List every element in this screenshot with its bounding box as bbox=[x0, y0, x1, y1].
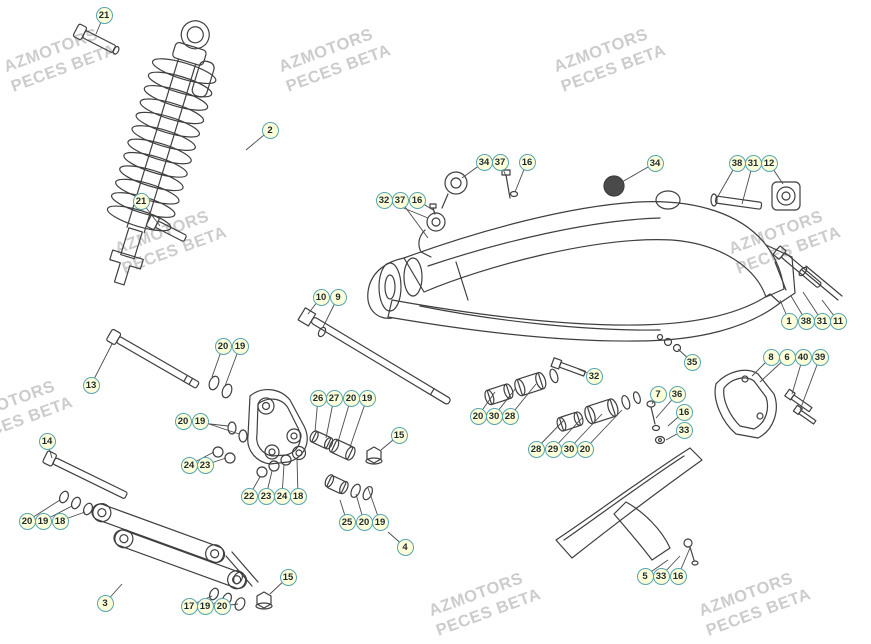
callout-1[interactable]: 1 bbox=[780, 312, 798, 330]
callout-4[interactable]: 4 bbox=[396, 538, 414, 556]
callout-19[interactable]: 19 bbox=[231, 337, 249, 355]
callout-19[interactable]: 19 bbox=[34, 512, 52, 530]
callout-11[interactable]: 11 bbox=[829, 312, 847, 330]
callout-20[interactable]: 20 bbox=[342, 389, 360, 407]
callout-9[interactable]: 9 bbox=[329, 288, 347, 306]
callout-18[interactable]: 18 bbox=[289, 487, 307, 505]
callout-20[interactable]: 20 bbox=[213, 597, 231, 615]
callout-20[interactable]: 20 bbox=[355, 513, 373, 531]
callout-19[interactable]: 19 bbox=[196, 597, 214, 615]
chain-slider bbox=[555, 447, 703, 566]
callout-22[interactable]: 22 bbox=[240, 487, 258, 505]
shock-top-bolt bbox=[72, 23, 120, 55]
callout-31[interactable]: 31 bbox=[744, 154, 762, 172]
callout-21[interactable]: 21 bbox=[95, 6, 113, 24]
callout-31[interactable]: 31 bbox=[813, 312, 831, 330]
pivot-shaft-and-nut bbox=[710, 181, 801, 211]
callout-20[interactable]: 20 bbox=[214, 337, 232, 355]
linkage-washers bbox=[256, 445, 307, 478]
callout-27[interactable]: 27 bbox=[325, 389, 343, 407]
callout-20[interactable]: 20 bbox=[18, 512, 36, 530]
callout-18[interactable]: 18 bbox=[51, 512, 69, 530]
callout-26[interactable]: 26 bbox=[309, 389, 327, 407]
callout-8[interactable]: 8 bbox=[762, 348, 780, 366]
callout-19[interactable]: 19 bbox=[191, 412, 209, 430]
callout-17[interactable]: 17 bbox=[180, 597, 198, 615]
callout-13[interactable]: 13 bbox=[82, 376, 100, 394]
callout-28[interactable]: 28 bbox=[501, 407, 519, 425]
callout-19[interactable]: 19 bbox=[371, 513, 389, 531]
fasteners-7-36 bbox=[646, 400, 666, 445]
callout-20[interactable]: 20 bbox=[174, 412, 192, 430]
callout-37[interactable]: 37 bbox=[491, 153, 509, 171]
callout-3[interactable]: 3 bbox=[96, 594, 114, 612]
callout-12[interactable]: 12 bbox=[760, 154, 778, 172]
washers-35 bbox=[656, 333, 682, 353]
callout-2[interactable]: 2 bbox=[261, 121, 279, 139]
callout-34[interactable]: 34 bbox=[475, 153, 493, 171]
callout-6[interactable]: 6 bbox=[778, 348, 796, 366]
callout-38[interactable]: 38 bbox=[728, 154, 746, 172]
callout-23[interactable]: 23 bbox=[196, 456, 214, 474]
callout-21[interactable]: 21 bbox=[132, 192, 150, 210]
arm-end-washers bbox=[208, 587, 273, 611]
callout-5[interactable]: 5 bbox=[636, 567, 654, 585]
callout-40[interactable]: 40 bbox=[794, 348, 812, 366]
rear-axle-bolt bbox=[772, 245, 843, 301]
callout-24[interactable]: 24 bbox=[180, 456, 198, 474]
link-bolt-14 bbox=[42, 450, 128, 516]
callout-32[interactable]: 32 bbox=[375, 191, 393, 209]
callout-32[interactable]: 32 bbox=[585, 367, 603, 385]
callout-39[interactable]: 39 bbox=[811, 348, 829, 366]
callout-36[interactable]: 36 bbox=[668, 385, 686, 403]
callout-16[interactable]: 16 bbox=[408, 191, 426, 209]
callout-24[interactable]: 24 bbox=[273, 487, 291, 505]
callout-19[interactable]: 19 bbox=[358, 389, 376, 407]
callout-23[interactable]: 23 bbox=[257, 487, 275, 505]
callout-16[interactable]: 16 bbox=[675, 403, 693, 421]
pivot-rod bbox=[297, 307, 451, 405]
callout-28[interactable]: 28 bbox=[527, 440, 545, 458]
callout-20[interactable]: 20 bbox=[469, 407, 487, 425]
link-arms bbox=[91, 503, 259, 590]
callout-15[interactable]: 15 bbox=[279, 568, 297, 586]
swingarm bbox=[227, 175, 796, 443]
callout-14[interactable]: 14 bbox=[38, 432, 56, 450]
callout-34[interactable]: 34 bbox=[646, 154, 664, 172]
callout-30[interactable]: 30 bbox=[485, 407, 503, 425]
nut-15-upper bbox=[365, 446, 383, 465]
callout-10[interactable]: 10 bbox=[312, 288, 330, 306]
callout-29[interactable]: 29 bbox=[544, 440, 562, 458]
callout-33[interactable]: 33 bbox=[675, 421, 693, 439]
callout-20[interactable]: 20 bbox=[576, 440, 594, 458]
callout-15[interactable]: 15 bbox=[390, 426, 408, 444]
callout-35[interactable]: 35 bbox=[683, 353, 701, 371]
callout-33[interactable]: 33 bbox=[652, 567, 670, 585]
callout-37[interactable]: 37 bbox=[391, 191, 409, 209]
callout-16[interactable]: 16 bbox=[669, 567, 687, 585]
callout-7[interactable]: 7 bbox=[649, 385, 667, 403]
callout-30[interactable]: 30 bbox=[560, 440, 578, 458]
callout-16[interactable]: 16 bbox=[518, 153, 536, 171]
callout-38[interactable]: 38 bbox=[797, 312, 815, 330]
linkage-bushings-lower bbox=[324, 474, 374, 501]
callout-25[interactable]: 25 bbox=[338, 513, 356, 531]
